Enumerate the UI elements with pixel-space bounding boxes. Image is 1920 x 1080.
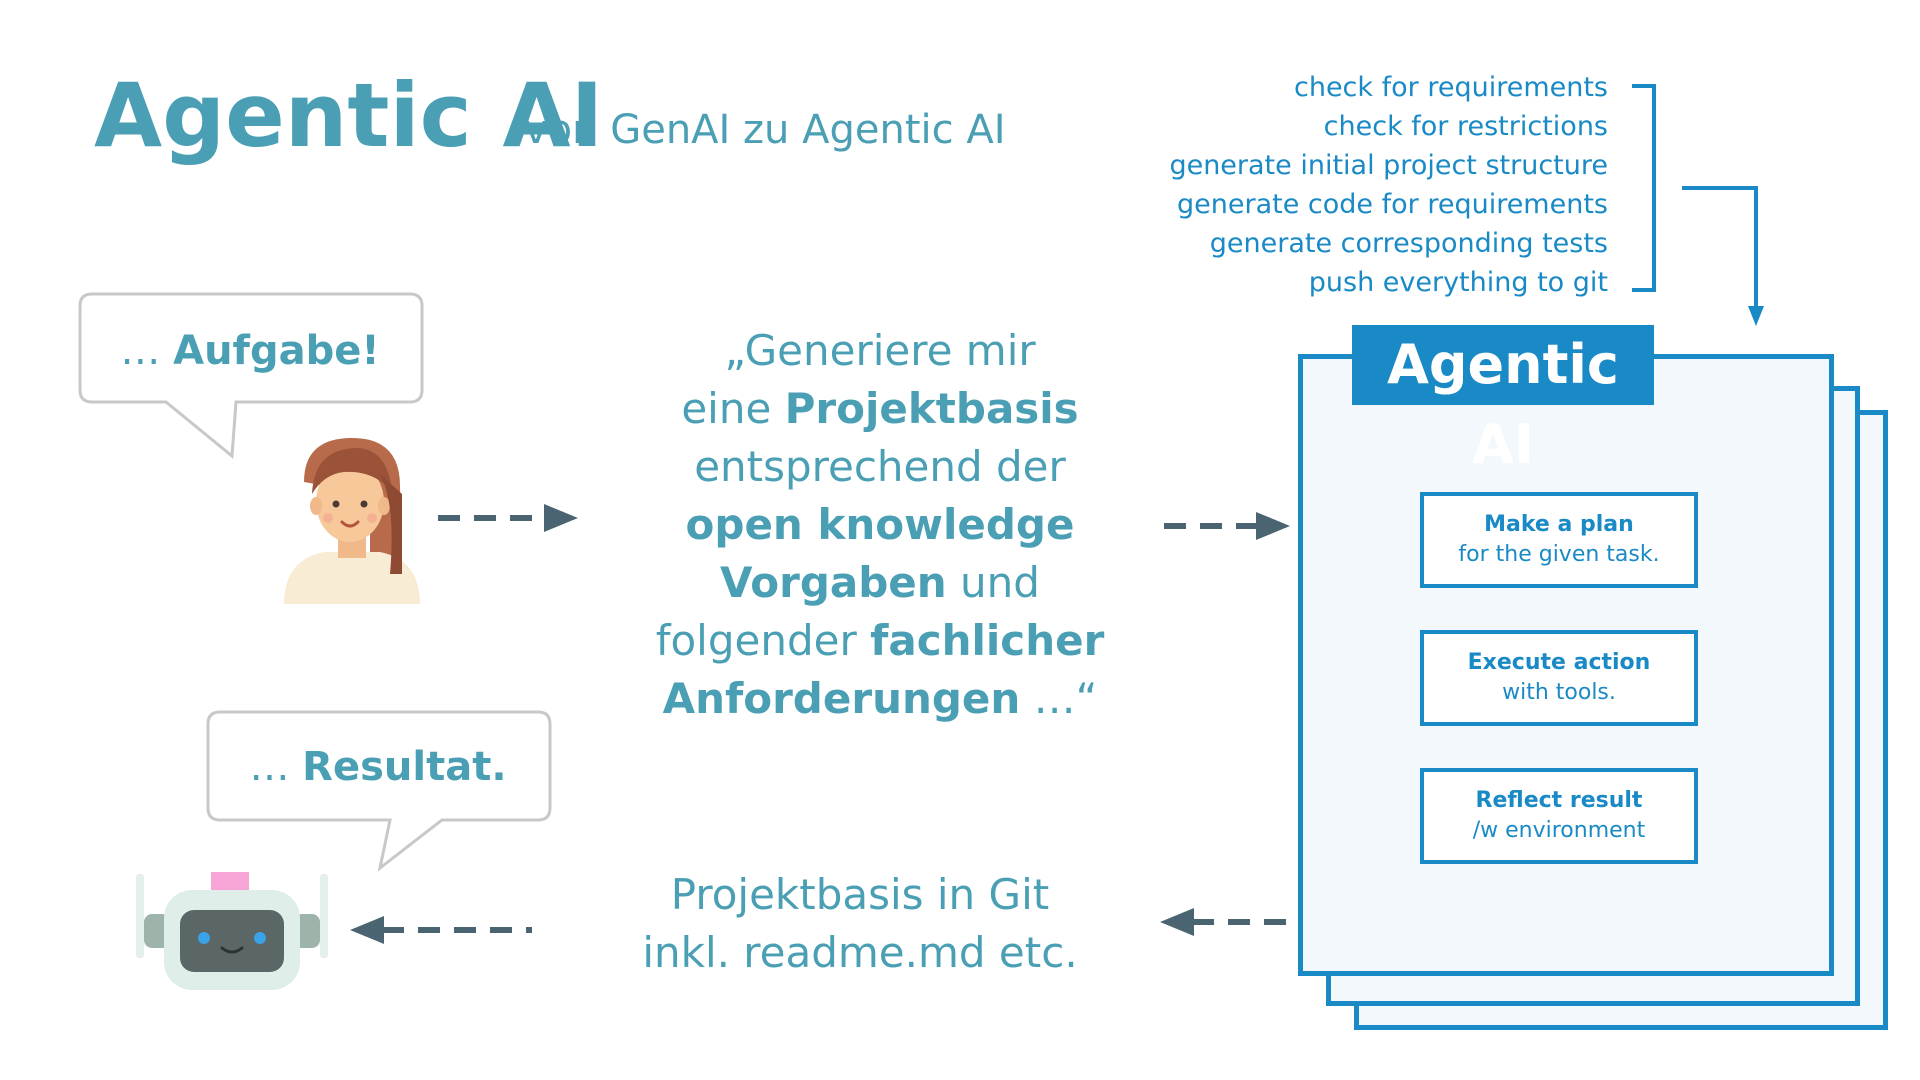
prompt-text: „Generiere mir eine Projektbasis entspre…	[640, 322, 1120, 728]
step-item: generate code for requirements	[1177, 189, 1608, 220]
step-item: check for restrictions	[1323, 111, 1608, 142]
action-box-plan: Make a plan for the given task.	[1420, 492, 1698, 588]
arrow-prompt-to-agent	[1164, 512, 1290, 540]
prompt-line: Anforderungen …“	[662, 674, 1098, 723]
arrow-result-to-bot	[350, 916, 532, 944]
action-title: Execute action	[1467, 650, 1651, 675]
task-speech-bubble	[78, 292, 424, 459]
step-item: push everything to git	[1308, 267, 1608, 298]
action-box-reflect: Reflect result /w environment	[1420, 768, 1698, 864]
step-item: check for requirements	[1293, 72, 1608, 103]
result-speech-bubble	[206, 710, 552, 872]
page-subtitle: von GenAI zu Agentic AI	[524, 107, 1006, 153]
arrow-right-icon	[1256, 512, 1290, 540]
prompt-line: Vorgaben und	[720, 558, 1040, 607]
result-line: Projektbasis in Git	[670, 870, 1050, 919]
task-bubble-text: … Aufgabe!	[120, 328, 380, 374]
result-text: Projektbasis in Git inkl. readme.md etc.	[640, 866, 1080, 982]
action-subtitle: with tools.	[1502, 680, 1616, 705]
arrow-left-icon	[1160, 908, 1194, 936]
page-title: Agentic AI	[94, 64, 604, 167]
prompt-line: entsprechend der	[694, 442, 1066, 491]
prompt-line: open knowledge	[685, 500, 1075, 549]
arrow-user-to-prompt	[438, 504, 578, 532]
agent-steps-list: check for requirements check for restric…	[1048, 68, 1608, 302]
steps-bracket-arrow	[1632, 84, 1764, 326]
result-bubble-text: … Resultat.	[249, 744, 507, 790]
robot-avatar-icon	[136, 872, 328, 990]
prompt-line: eine Projektbasis	[681, 384, 1079, 433]
action-subtitle: /w environment	[1472, 818, 1646, 843]
woman-avatar-icon	[284, 438, 420, 604]
arrow-left-icon	[350, 916, 384, 944]
result-line: inkl. readme.md etc.	[642, 928, 1078, 977]
action-box-execute: Execute action with tools.	[1420, 630, 1698, 726]
arrow-right-icon	[544, 504, 578, 532]
agent-card-title: Agentic AI	[1352, 325, 1654, 476]
prompt-line: folgender fachlicher	[655, 616, 1105, 665]
step-item: generate initial project structure	[1169, 150, 1608, 181]
action-subtitle: for the given task.	[1458, 542, 1660, 567]
steps-connector	[1682, 186, 1758, 316]
action-title: Reflect result	[1475, 788, 1643, 813]
arrow-head-down-icon	[1748, 306, 1764, 326]
arrow-agent-to-result	[1160, 908, 1286, 936]
prompt-line: „Generiere mir	[724, 326, 1036, 375]
action-title: Make a plan	[1484, 512, 1634, 537]
step-item: generate corresponding tests	[1209, 228, 1608, 259]
steps-bracket	[1632, 84, 1656, 292]
